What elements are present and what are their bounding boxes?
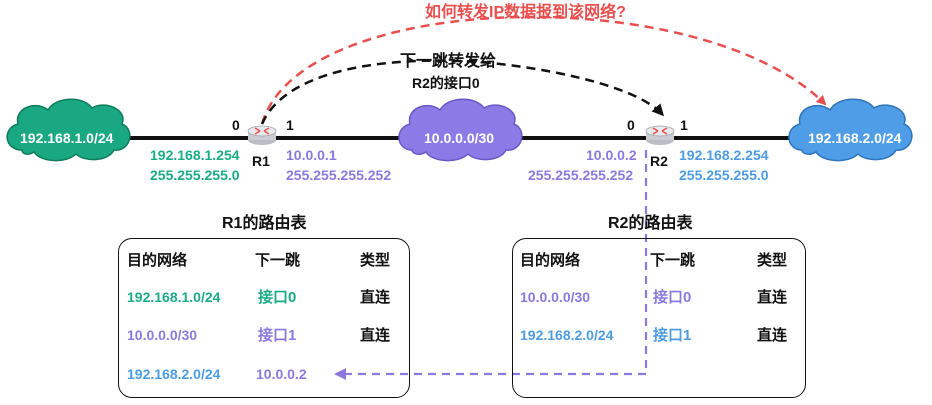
r2-table-header-dest: 目的网络 xyxy=(520,252,581,269)
r2-row2-dest: 192.168.2.0/24 xyxy=(520,327,614,343)
r1-if0-label: 0 xyxy=(232,117,240,133)
r1-name: R1 xyxy=(252,153,270,169)
r1-if0-ip: 192.168.1.254 xyxy=(150,147,240,163)
r2-if1-ip: 192.168.2.254 xyxy=(679,147,769,163)
r1-if0-mask: 255.255.255.0 xyxy=(150,167,240,183)
r2-row2-type: 直连 xyxy=(757,327,788,344)
r2-row1-dest: 10.0.0.0/30 xyxy=(520,289,591,305)
r1-table-header-dest: 目的网络 xyxy=(127,252,188,269)
r2-row1-nexthop: 接口0 xyxy=(653,289,692,306)
r2-row2-nexthop: 接口1 xyxy=(653,327,692,344)
next-hop-lookup-arrow xyxy=(334,150,648,380)
r2-if1-mask: 255.255.255.0 xyxy=(679,167,769,183)
network-left-label: 192.168.1.0/24 xyxy=(20,130,114,146)
question-text: 如何转发IP数据报到该网络? xyxy=(425,4,626,21)
router-r1-icon xyxy=(247,125,277,145)
r2-if0-ip: 10.0.0.2 xyxy=(586,147,637,163)
network-right-label: 192.168.2.0/24 xyxy=(808,130,902,146)
r1-if1-ip: 10.0.0.1 xyxy=(286,147,337,163)
cloud-middle-icon xyxy=(398,98,523,162)
r1-row1-type: 直连 xyxy=(360,289,391,306)
forward-arrow xyxy=(260,59,665,125)
r1-if1-mask: 255.255.255.252 xyxy=(286,167,392,183)
r2-row1-type: 直连 xyxy=(757,289,788,306)
r2-table-header-nexthop: 下一跳 xyxy=(650,252,696,269)
r1-row2-dest: 10.0.0.0/30 xyxy=(127,327,198,343)
r1-table-header-type: 类型 xyxy=(360,252,391,269)
r2-if0-mask: 255.255.255.252 xyxy=(528,167,634,183)
r1-table-header-nexthop: 下一跳 xyxy=(255,252,301,269)
r1-routing-table xyxy=(118,238,410,398)
r1-row2-type: 直连 xyxy=(360,327,391,344)
r1-row1-nexthop: 接口0 xyxy=(258,289,297,306)
r2-table-title: R2的路由表 xyxy=(608,215,693,232)
r1-row1-dest: 192.168.1.0/24 xyxy=(127,289,221,305)
r1-if1-label: 1 xyxy=(286,117,294,133)
r1-table-title: R1的路由表 xyxy=(222,215,307,232)
r2-name: R2 xyxy=(650,153,668,169)
r2-if0-label: 0 xyxy=(627,117,635,133)
r2-table-header-type: 类型 xyxy=(757,252,788,269)
r1-row3-dest: 192.168.2.0/24 xyxy=(127,366,221,382)
r2-if1-label: 1 xyxy=(680,117,688,133)
forward-note-line2: R2的接口0 xyxy=(412,75,480,91)
cloud-left-icon xyxy=(6,98,131,162)
forward-note-line1: 下一跳转发给 xyxy=(400,53,497,70)
router-r2-icon xyxy=(645,125,675,145)
r1-row2-nexthop: 接口1 xyxy=(258,327,297,344)
cloud-right-icon xyxy=(788,98,913,162)
r2-routing-table xyxy=(512,238,806,398)
network-middle-label: 10.0.0.0/30 xyxy=(424,130,495,146)
question-arrow xyxy=(260,15,827,125)
r1-row3-nexthop: 10.0.0.2 xyxy=(256,366,307,382)
